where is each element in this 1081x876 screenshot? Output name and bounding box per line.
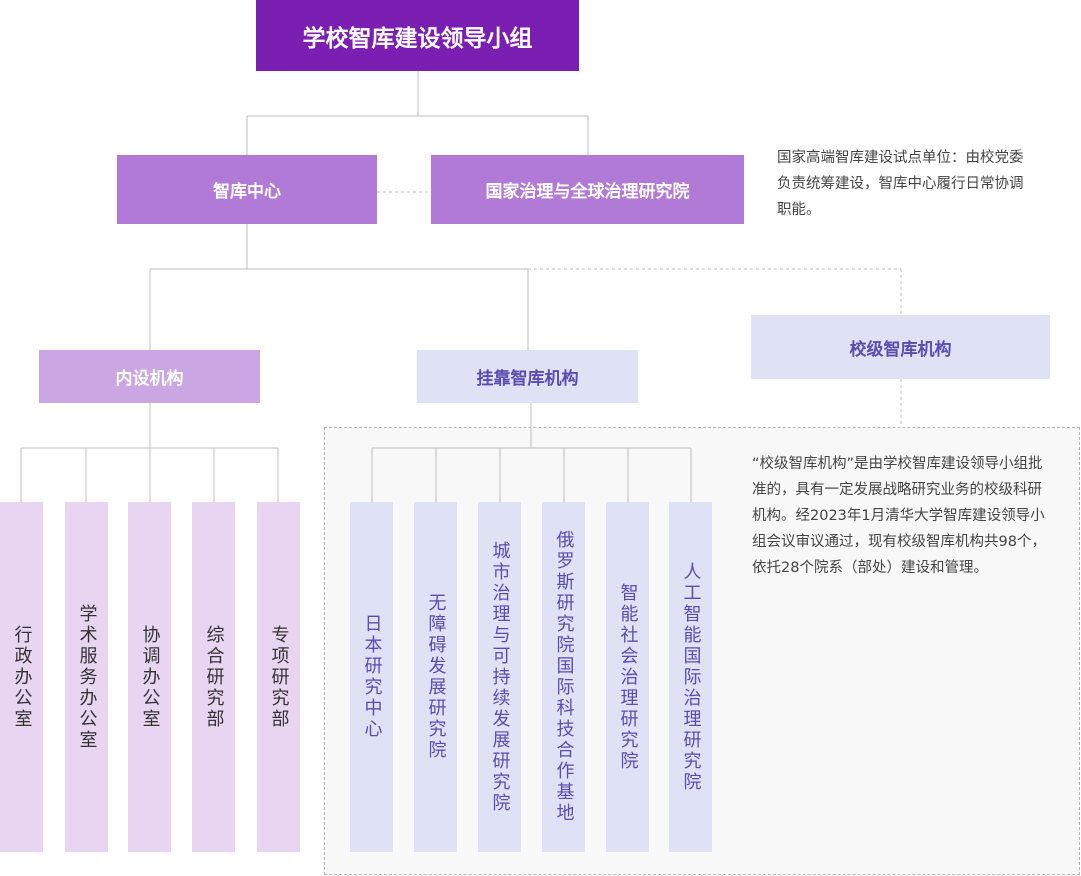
internal-unit: 综合研究部 bbox=[192, 502, 235, 852]
affiliated-unit: 人工智能国际治理研究院 bbox=[669, 502, 712, 852]
affiliated-unit: 智能社会治理研究院 bbox=[606, 502, 649, 852]
internal-unit: 行政办公室 bbox=[0, 502, 43, 852]
leading-group-box: 学校智库建设领导小组 bbox=[256, 0, 579, 71]
internal-institutions-box: 内设机构 bbox=[39, 350, 260, 403]
internal-unit: 专项研究部 bbox=[257, 502, 300, 852]
top-note: 国家高端智库建设试点单位：由校党委负责统筹建设，智库中心履行日常协调职能。 bbox=[777, 150, 1024, 218]
affiliated-unit: 俄罗斯研究院国际科技合作基地 bbox=[542, 502, 585, 852]
governance-institute-box: 国家治理与全球治理研究院 bbox=[431, 155, 744, 224]
internal-unit: 学术服务办公室 bbox=[65, 502, 108, 852]
think-tank-center-box: 智库中心 bbox=[117, 155, 377, 224]
school-level-note: “校级智库机构”是由学校智库建设领导小组批准的，具有一定发展战略研究业务的校级科… bbox=[752, 456, 1046, 576]
affiliated-unit: 日本研究中心 bbox=[350, 502, 393, 852]
affiliated-unit: 城市治理与可持续发展研究院 bbox=[478, 502, 521, 852]
internal-unit: 协调办公室 bbox=[128, 502, 171, 852]
school-level-institutions-box: 校级智库机构 bbox=[751, 315, 1050, 379]
affiliated-institutions-box: 挂靠智库机构 bbox=[417, 350, 638, 403]
affiliated-unit: 无障碍发展研究院 bbox=[414, 502, 457, 852]
